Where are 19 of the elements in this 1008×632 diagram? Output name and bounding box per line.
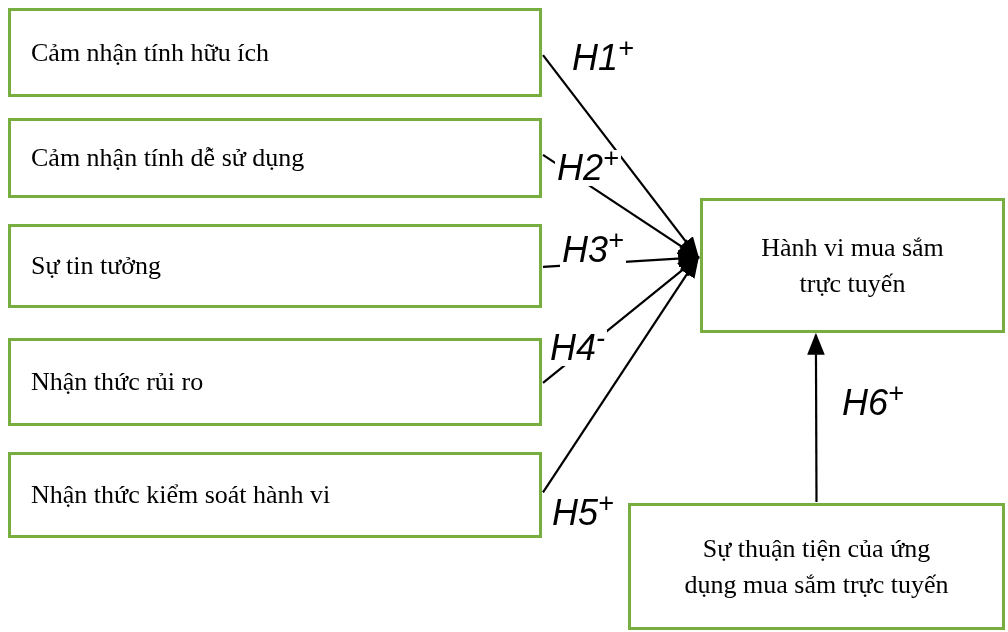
concept-label: Cảm nhận tính dễ sử dụng bbox=[31, 142, 305, 175]
concept-label: Cảm nhận tính hữu ích bbox=[31, 36, 269, 69]
concept-label: Hành vi mua sắm trực tuyến bbox=[760, 232, 945, 300]
concept-label: Nhận thức kiểm soát hành vi bbox=[31, 479, 331, 512]
concept-box bbox=[8, 118, 542, 198]
edge-label: H3$^{+}$ bbox=[560, 232, 626, 268]
edge-label: H4$^{-}$ bbox=[548, 330, 608, 366]
arrow bbox=[807, 332, 825, 502]
concept-box bbox=[8, 338, 542, 426]
concept-label: Sự tin tưởng bbox=[31, 250, 162, 283]
concept-box bbox=[8, 224, 542, 308]
concept-label: Nhận thức rủi ro bbox=[31, 366, 204, 399]
arrow bbox=[542, 255, 700, 494]
concept-label: Sự thuận tiện của ứng dụng mua sắm trực tuyến bbox=[683, 533, 950, 601]
edge-label: H2$^{+}$ bbox=[555, 150, 621, 186]
concept-box bbox=[8, 8, 542, 97]
concept-box bbox=[8, 452, 542, 538]
concept-box bbox=[628, 503, 1005, 630]
concept-box bbox=[700, 198, 1005, 333]
